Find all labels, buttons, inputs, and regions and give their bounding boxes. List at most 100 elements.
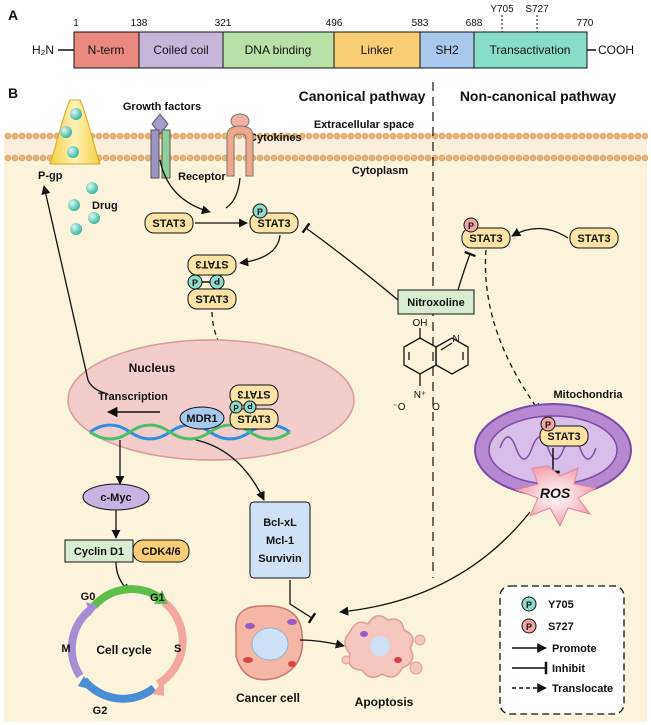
- phospholipid-head: [130, 132, 138, 140]
- canonical-pathway-title: Canonical pathway: [299, 88, 426, 104]
- phospholipid-head: [284, 132, 292, 140]
- antiapoptotic-box: Bcl-xL Mcl-1 Survivin: [249, 501, 311, 579]
- cell-membrane: [4, 132, 649, 162]
- phospholipid-head: [11, 154, 19, 162]
- domain-transactivation-box: [473, 31, 588, 69]
- phospholipid-head: [571, 154, 579, 162]
- stat3-dimer: STAT3 STAT3 P P: [187, 254, 237, 310]
- stat3-box: [461, 227, 511, 249]
- phospholipid-head: [200, 132, 208, 140]
- phospholipid-head: [354, 154, 362, 162]
- legend-inhibit-label: Inhibit: [552, 663, 585, 675]
- phospholipid-head: [368, 132, 376, 140]
- phospholipid-head: [102, 132, 110, 140]
- p-gp-shape: [49, 99, 101, 165]
- phospholipid-head: [501, 154, 509, 162]
- domain-sh2-label: SH2: [435, 43, 459, 57]
- phospholipid-head: [263, 154, 271, 162]
- phospholipid-head: [137, 132, 145, 140]
- phospholipid-head: [445, 154, 453, 162]
- phospho-s727-badge: [463, 217, 479, 233]
- nitroxoline-inhibits-canonical: [301, 222, 399, 301]
- mdr1-gene: MDR1: [179, 406, 225, 430]
- drug-cluster: Drug: [68, 182, 118, 235]
- phospholipid-head: [445, 132, 453, 140]
- position-770: 770: [577, 18, 594, 29]
- domain-n-term-box: [73, 31, 140, 69]
- domain-coiled-coil-box: [138, 31, 224, 69]
- phospholipid-head: [543, 132, 551, 140]
- phospholipid-head: [32, 132, 40, 140]
- phospholipid-head: [543, 154, 551, 162]
- phospholipid-head: [417, 154, 425, 162]
- apoptotic-fragment: [360, 631, 368, 637]
- phospholipid-head: [459, 154, 467, 162]
- phospholipid-head: [347, 154, 355, 162]
- stat3-monomer: STAT3: [144, 212, 194, 234]
- phospho-label: P: [233, 404, 239, 413]
- cancer-cell-organelle: [245, 623, 255, 629]
- phospho-y705-badge: [209, 274, 225, 290]
- pyridine-ring: [435, 337, 469, 375]
- ros-label: ROS: [540, 485, 571, 501]
- phospholipid-head: [298, 154, 306, 162]
- legend-p-label: P: [526, 622, 532, 632]
- drug-label: Drug: [92, 200, 118, 212]
- stat3-box: [539, 425, 589, 447]
- phospholipid-head: [634, 132, 642, 140]
- position-321: 321: [215, 18, 232, 29]
- phospholipid-head: [130, 154, 138, 162]
- phospholipid-head: [459, 132, 467, 140]
- phospholipid-head: [333, 132, 341, 140]
- bcl-xl-label: Bcl-xL: [263, 517, 297, 529]
- phospholipid-head: [193, 154, 201, 162]
- cancer-cell-organelle: [288, 661, 296, 667]
- phospho-label-inverted: P: [214, 276, 220, 286]
- growth-factor-receptor: Growth factors Receptor: [123, 101, 227, 183]
- phospholipid-head: [375, 154, 383, 162]
- phospholipid-head: [585, 132, 593, 140]
- cdk46-rect: [132, 539, 190, 563]
- domain-coiled-coil-label: Coiled coil: [153, 43, 208, 57]
- phospholipid-head: [214, 132, 222, 140]
- nitroxoline-inhibits-noncanonical: [457, 250, 476, 291]
- phospholipid-head: [193, 132, 201, 140]
- phospholipid-head: [620, 154, 628, 162]
- phospholipid-head: [277, 154, 285, 162]
- phospholipid-head: [270, 132, 278, 140]
- receptor-activation-arrow: [159, 159, 211, 215]
- apoptosis-label: Apoptosis: [355, 695, 414, 709]
- phospholipid-head: [578, 154, 586, 162]
- apoptotic-fragment: [370, 636, 390, 656]
- mdr1-to-pgp-arrow: [41, 185, 109, 395]
- domain-linker-label: Linker: [361, 43, 394, 57]
- phospholipid-head: [109, 154, 117, 162]
- phospholipid-head: [501, 132, 509, 140]
- m-phase-arc: [67, 606, 93, 679]
- phospholipid-head: [403, 132, 411, 140]
- panel-a: A H₂N COOH N-term Coiled coil DNA bindin…: [8, 4, 634, 69]
- phospholipid-head: [487, 132, 495, 140]
- phospho-stat3-y705: STAT3 P: [249, 203, 299, 234]
- phospholipid-head: [389, 154, 397, 162]
- antiapoptotic-inhibits-apoptosis: [289, 580, 317, 624]
- apoptotic-cell: Apoptosis: [341, 615, 426, 709]
- phospholipid-head: [410, 154, 418, 162]
- c-myc-label: c-Myc: [100, 492, 131, 504]
- drug-molecule: [68, 199, 80, 211]
- drug-molecule: [70, 108, 82, 120]
- noncanonical-pathway-title: Non-canonical pathway: [460, 88, 617, 104]
- phospholipid-head: [179, 132, 187, 140]
- g2-phase-arc: [80, 677, 157, 703]
- phospholipid-head: [144, 132, 152, 140]
- domain-transactivation-label: Transactivation: [490, 43, 571, 57]
- phospholipid-head: [487, 154, 495, 162]
- phospholipid-head: [123, 154, 131, 162]
- phospholipid-head: [368, 154, 376, 162]
- nuclear-stat3-dimer: STAT3 STAT3 P P: [229, 384, 279, 430]
- phospholipid-head: [641, 154, 649, 162]
- cdk46-label: CDK4/6: [141, 546, 180, 558]
- phospholipid-head: [25, 132, 33, 140]
- domain-linker-box: [333, 31, 421, 69]
- position-1: 1: [73, 18, 79, 29]
